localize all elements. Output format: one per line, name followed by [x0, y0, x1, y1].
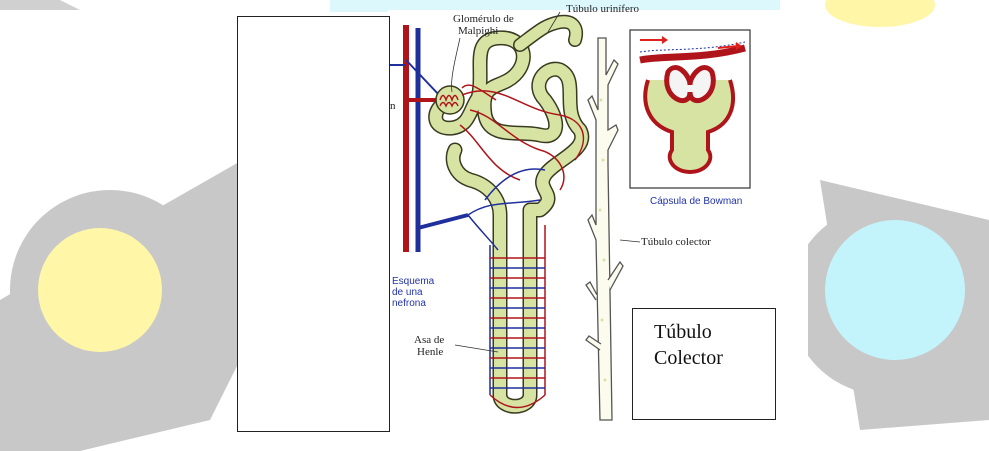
- glomerulo-line-1: Glomérulo de: [453, 13, 514, 25]
- capsula-label: Cápsula de Bowman: [650, 196, 742, 207]
- left-cut-label: n: [390, 100, 396, 112]
- esquema-line-2: de una: [392, 287, 434, 298]
- blank-cover-box: [237, 16, 390, 432]
- bowman-inset: [630, 30, 750, 188]
- esquema-label: Esquema de una nefrona: [392, 276, 434, 309]
- answer-box: Túbulo Colector: [632, 308, 776, 420]
- answer-line-2: Colector: [654, 345, 723, 371]
- answer-text: Túbulo Colector: [654, 319, 723, 371]
- esquema-line-1: Esquema: [392, 276, 434, 287]
- glomerulo-label: Glomérulo de Malpighi: [453, 13, 514, 37]
- esquema-line-3: nefrona: [392, 298, 434, 309]
- glomerulus: [436, 86, 464, 114]
- tubulo-urinifero-label: Túbulo urinífero: [566, 3, 639, 15]
- asa-line-1: Asa de: [414, 334, 444, 346]
- asa-line-2: Henle: [414, 346, 444, 358]
- answer-line-1: Túbulo: [654, 319, 723, 345]
- asa-henle-label: Asa de Henle: [414, 334, 444, 358]
- tubulo-colector-label: Túbulo colector: [641, 236, 711, 248]
- glomerulo-line-2: Malpighi: [453, 25, 514, 37]
